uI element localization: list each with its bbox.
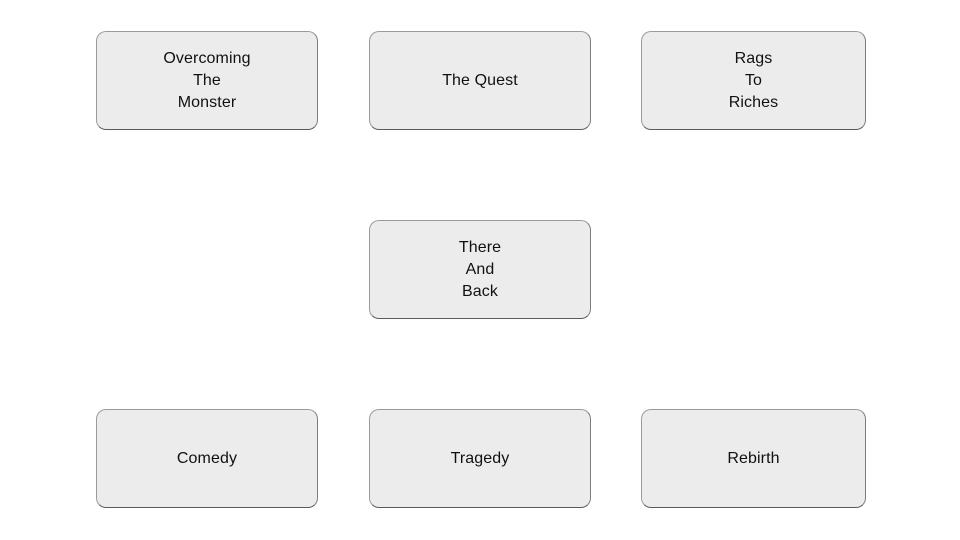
node-there-and-back[interactable]: There And Back (369, 220, 591, 319)
node-tragedy[interactable]: Tragedy (369, 409, 591, 508)
node-label: Tragedy (450, 449, 510, 467)
node-label: Comedy (176, 449, 238, 467)
node-comedy[interactable]: Comedy (96, 409, 318, 508)
node-label: The Quest (442, 71, 518, 89)
node-label: There And Back (458, 238, 502, 300)
node-label: Rebirth (727, 449, 780, 467)
node-label: Overcoming The Monster (163, 49, 251, 111)
node-the-quest[interactable]: The Quest (369, 31, 591, 130)
node-overcoming-the-monster[interactable]: Overcoming The Monster (96, 31, 318, 130)
node-rebirth[interactable]: Rebirth (641, 409, 866, 508)
node-rags-to-riches[interactable]: Rags To Riches (641, 31, 866, 130)
node-label: Rags To Riches (728, 49, 779, 111)
